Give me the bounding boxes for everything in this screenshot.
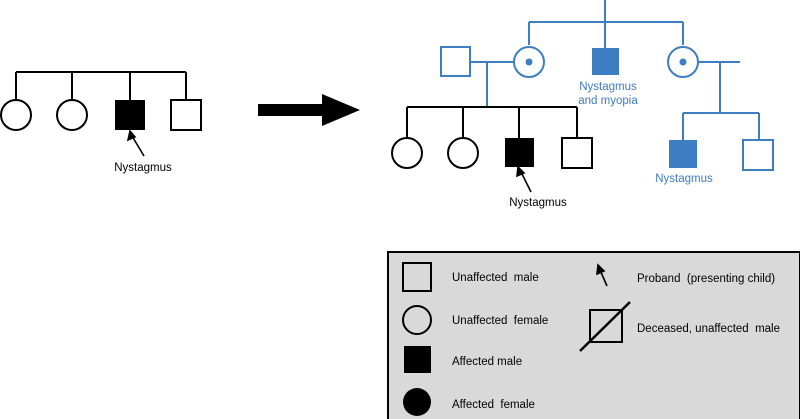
uncle-label-line1: Nystagmus [579, 81, 637, 93]
legend-label-unaffected-male: Unaffected male [452, 272, 539, 284]
cousin-label: Nystagmus [655, 173, 713, 185]
unaffected-male-symbol [561, 137, 593, 169]
legend-unaffected-male-icon [402, 262, 432, 292]
legend-label-affected-female: Affected female [452, 399, 535, 411]
unaffected-female-symbol [0, 99, 32, 131]
affected-male-symbol [669, 140, 697, 168]
expanded-proband-arrow-icon [516, 165, 532, 193]
small-pedigree [0, 71, 202, 131]
legend-proband-arrow-icon [596, 263, 608, 287]
small-proband-arrow-icon [126, 129, 145, 157]
unaffected-male-symbol [742, 139, 774, 171]
carrier-dot [525, 58, 533, 66]
small-proband-label: Nystagmus [114, 162, 172, 174]
carrier-dot [679, 58, 687, 66]
unaffected-female-symbol [447, 137, 479, 169]
affected-male-symbol [505, 138, 534, 167]
expanded-pedigree-blue [440, 0, 774, 171]
legend-unaffected-female-icon [402, 305, 432, 335]
carrier-female-symbol [667, 46, 699, 78]
affected-male-symbol [115, 100, 145, 130]
unaffected-male-symbol [440, 46, 471, 77]
expanded-proband-label: Nystagmus [509, 197, 567, 209]
uncle-label-line2: and myopia [578, 95, 638, 107]
legend-label-proband: Proband (presenting child) [637, 273, 775, 285]
affected-male-symbol [592, 48, 619, 75]
legend-label-unaffected-female: Unaffected female [452, 315, 548, 327]
legend: Unaffected male Unaffected female Affect… [387, 251, 800, 419]
unaffected-female-symbol [56, 99, 88, 131]
legend-label-affected-male: Affected male [452, 356, 522, 368]
expanded-pedigree-children [391, 106, 593, 169]
legend-label-deceased-male: Deceased, unaffected male [637, 323, 780, 335]
right-arrow-icon [258, 94, 360, 126]
legend-box [387, 251, 800, 419]
unaffected-female-symbol [391, 137, 423, 169]
legend-affected-female-icon [403, 388, 431, 416]
unaffected-male-symbol [170, 99, 202, 131]
carrier-female-symbol [513, 46, 545, 78]
legend-affected-male-icon [404, 346, 431, 373]
legend-deceased-male-icon [579, 301, 631, 352]
